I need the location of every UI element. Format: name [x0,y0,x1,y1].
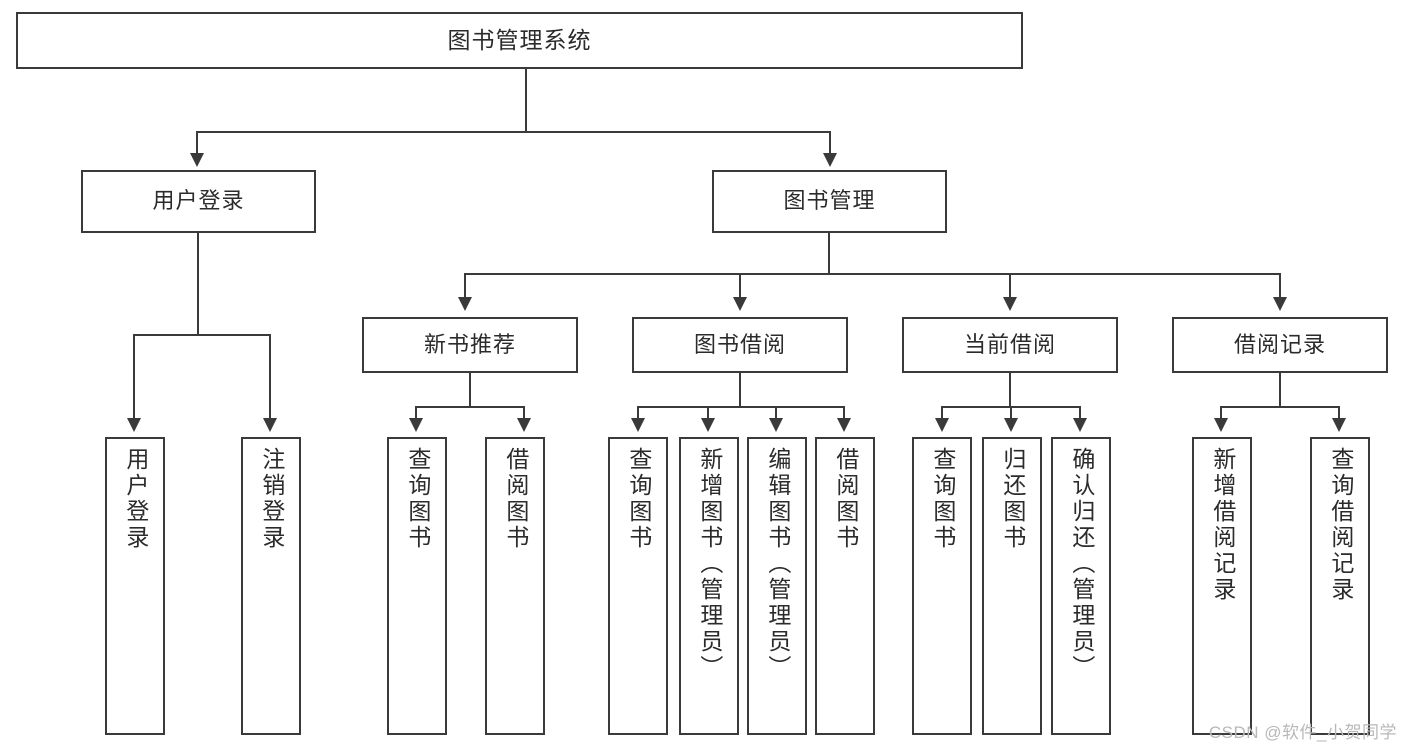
leaf-user-login-1[interactable]: 用户登录 [105,437,165,735]
edge-root-stem [525,69,527,132]
edge-book-borrow-bus [637,406,845,408]
edge-new-book-drop-2 [523,406,525,420]
leaf-borrow-record-2[interactable]: 查询借阅记录 [1310,437,1370,735]
arrow-to-new-book-recommend [458,297,472,311]
arrow-book-borrow-leaf-3 [769,418,783,432]
edge-current-borrow-drop-1 [941,406,943,420]
edge-book-mgmt-bus [464,273,1280,275]
edge-book-mgmt-drop-2 [739,273,741,299]
edge-book-mgmt-drop-4 [1279,273,1281,299]
node-book-management[interactable]: 图书管理 [712,170,947,233]
arrow-to-borrow-record [1273,297,1287,311]
arrow-book-borrow-leaf-4 [837,418,851,432]
edge-borrow-record-drop-1 [1220,406,1222,420]
arrow-book-borrow-leaf-2 [701,418,715,432]
node-label: 确认归还（管理员） [1068,447,1095,681]
edge-user-login-stem [197,233,199,335]
node-label: 编辑图书（管理员） [764,447,791,681]
node-label: 查询图书 [404,447,431,551]
arrow-new-book-leaf-2 [517,418,531,432]
leaf-current-borrow-3[interactable]: 确认归还（管理员） [1051,437,1111,735]
node-label: 归还图书 [999,447,1026,551]
node-label: 注销登录 [258,447,285,551]
node-label: 当前借阅 [963,331,1056,357]
edge-current-borrow-drop-2 [1010,406,1012,420]
leaf-current-borrow-2[interactable]: 归还图书 [982,437,1042,735]
leaf-borrow-record-1[interactable]: 新增借阅记录 [1192,437,1252,735]
arrow-user-login-leaf-2 [263,418,277,432]
arrow-current-borrow-leaf-1 [935,418,949,432]
edge-current-borrow-drop-3 [1079,406,1081,420]
edge-current-borrow-stem [1009,373,1011,407]
arrow-user-login-leaf-1 [127,418,141,432]
edge-book-borrow-drop-2 [707,406,709,420]
node-label: 查询图书 [625,447,652,551]
node-label: 图书管理系统 [447,26,592,53]
edge-book-borrow-stem [739,373,741,407]
arrow-new-book-leaf-1 [409,418,423,432]
node-label: 借阅记录 [1233,331,1326,357]
edge-root-to-book-mgmt [829,131,831,155]
edge-book-mgmt-drop-3 [1009,273,1011,299]
edge-book-borrow-drop-3 [775,406,777,420]
node-label: 查询借阅记录 [1327,447,1354,603]
edge-book-borrow-drop-1 [637,406,639,420]
node-borrow-record[interactable]: 借阅记录 [1172,317,1388,373]
leaf-new-book-recommend-1[interactable]: 查询图书 [387,437,447,735]
node-label: 新书推荐 [423,331,516,357]
node-new-book-recommend[interactable]: 新书推荐 [362,317,578,373]
leaf-current-borrow-1[interactable]: 查询图书 [912,437,972,735]
edge-book-mgmt-drop-1 [464,273,466,299]
edge-new-book-bus [415,406,525,408]
arrow-borrow-record-leaf-2 [1332,418,1346,432]
leaf-book-borrow-1[interactable]: 查询图书 [608,437,668,735]
arrow-current-borrow-leaf-2 [1004,418,1018,432]
node-label: 图书管理 [783,188,876,214]
arrow-to-user-login [190,153,204,167]
edge-borrow-record-bus [1220,406,1340,408]
leaf-new-book-recommend-2[interactable]: 借阅图书 [485,437,545,735]
leaf-book-borrow-2[interactable]: 新增图书（管理员） [679,437,739,735]
edge-borrow-record-drop-2 [1338,406,1340,420]
arrow-to-book-mgmt [823,153,837,167]
edge-user-login-drop-1 [133,334,135,420]
node-label: 新增借阅记录 [1209,447,1236,603]
edge-root-to-user-login [196,131,198,155]
arrow-book-borrow-leaf-1 [631,418,645,432]
node-label: 图书借阅 [693,331,786,357]
node-label: 新增图书（管理员） [696,447,723,681]
leaf-book-borrow-4[interactable]: 借阅图书 [815,437,875,735]
edge-root-bus [196,131,831,133]
arrow-to-current-borrow [1003,297,1017,311]
node-current-borrow[interactable]: 当前借阅 [902,317,1118,373]
edge-new-book-stem [469,373,471,407]
leaf-user-login-2[interactable]: 注销登录 [241,437,301,735]
node-label: 查询图书 [929,447,956,551]
node-user-login[interactable]: 用户登录 [81,170,316,233]
edge-book-mgmt-stem [828,233,830,274]
arrow-to-book-borrow [733,297,747,311]
node-label: 借阅图书 [832,447,859,551]
edge-borrow-record-stem [1279,373,1281,407]
node-label: 用户登录 [122,447,149,551]
node-label: 用户登录 [152,188,245,214]
arrow-current-borrow-leaf-3 [1073,418,1087,432]
leaf-book-borrow-3[interactable]: 编辑图书（管理员） [747,437,807,735]
edge-user-login-drop-2 [269,334,271,420]
node-label: 借阅图书 [502,447,529,551]
edge-user-login-bus [133,334,270,336]
edge-new-book-drop-1 [415,406,417,420]
node-root-system[interactable]: 图书管理系统 [16,12,1023,69]
edge-book-borrow-drop-4 [843,406,845,420]
node-book-borrow[interactable]: 图书借阅 [632,317,848,373]
arrow-borrow-record-leaf-1 [1214,418,1228,432]
